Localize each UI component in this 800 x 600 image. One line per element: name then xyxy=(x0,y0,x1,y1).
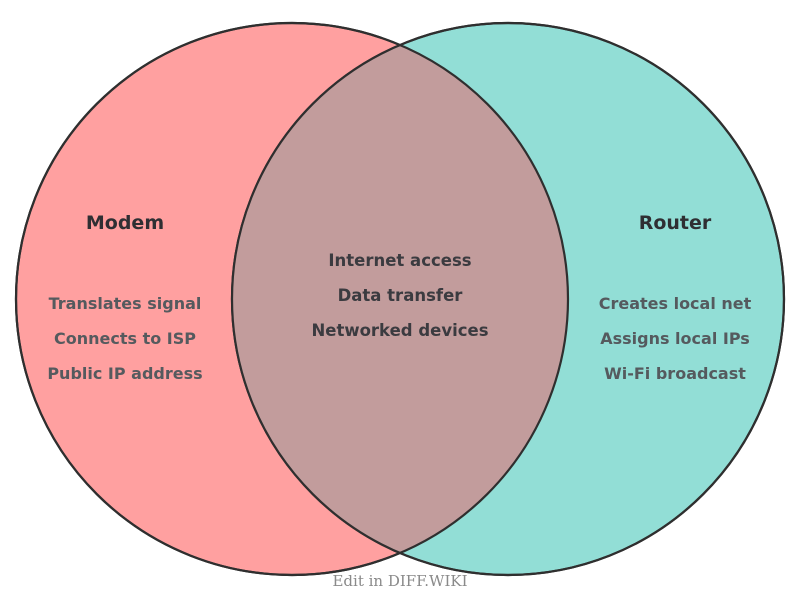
intersection-item: Networked devices xyxy=(311,321,488,340)
right-set-title: Router xyxy=(639,212,712,234)
left-set-outline xyxy=(14,21,570,577)
intersection-region[interactable] xyxy=(232,23,784,575)
intersection-item: Internet access xyxy=(328,251,471,270)
left-set-title: Modem xyxy=(86,212,164,234)
edit-in-diffwiki-link[interactable]: Edit in DIFF.WIKI xyxy=(332,572,467,590)
left-set-item: Connects to ISP xyxy=(54,329,196,348)
right-set-outline xyxy=(230,21,786,577)
left-set-item: Translates signal xyxy=(49,294,202,313)
right-set-item: Assigns local IPs xyxy=(600,329,750,348)
right-set-item: Creates local net xyxy=(599,294,752,313)
right-set-item: Wi-Fi broadcast xyxy=(604,364,746,383)
left-set-item: Public IP address xyxy=(47,364,202,383)
intersection-item: Data transfer xyxy=(338,286,464,305)
